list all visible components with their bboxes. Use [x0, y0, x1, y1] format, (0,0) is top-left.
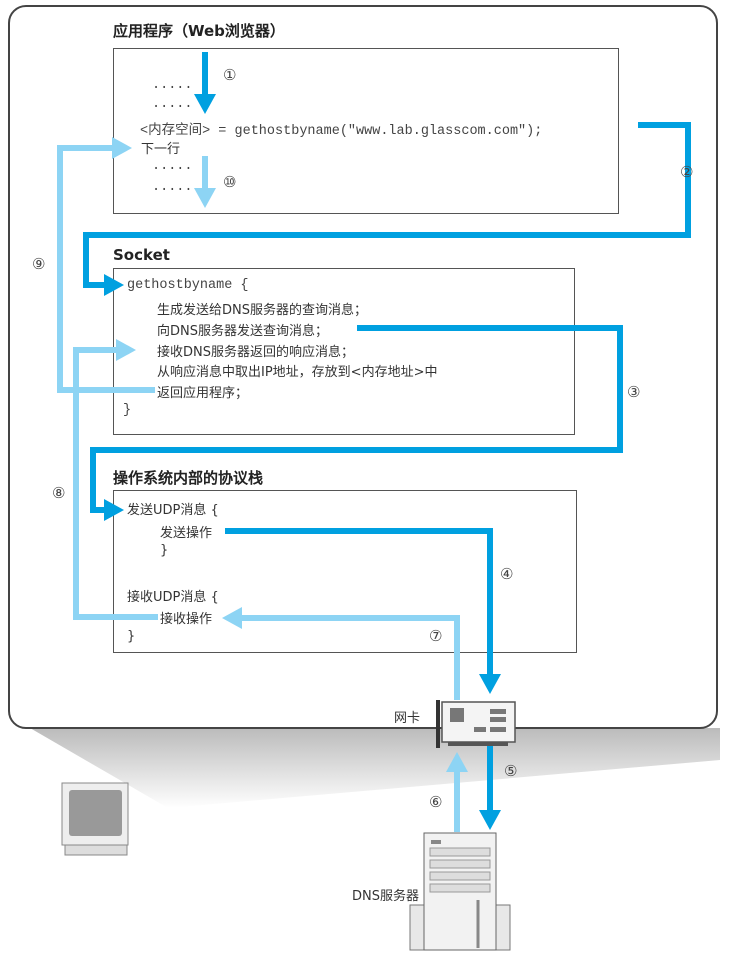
socket-line: 从响应消息中取出IP地址，存放到<内存地址>中: [157, 365, 438, 380]
os-box: [113, 490, 577, 653]
socket-line: 接收DNS服务器返回的响应消息；: [157, 345, 354, 360]
send-op: 发送操作: [160, 526, 213, 541]
recv-udp-header: 接收UDP消息 {: [127, 590, 219, 605]
socket-footer: }: [123, 403, 132, 418]
arrowhead: [194, 94, 216, 114]
nic-label: 网卡: [394, 711, 421, 726]
socket-box: [113, 268, 575, 435]
arrowhead: [194, 188, 216, 208]
socket-line: 生成发送给DNS服务器的查询消息；: [157, 303, 367, 318]
nic-icon: [436, 700, 516, 748]
arrow-3: [90, 325, 623, 513]
arrowhead: [479, 674, 501, 694]
code-line-next: 下一行: [141, 142, 181, 157]
socket-header: gethostbyname {: [127, 278, 249, 293]
code-line: .....: [152, 78, 193, 93]
step-1: ①: [223, 66, 237, 84]
step-3: ③: [627, 383, 641, 401]
socket-line: 向DNS服务器发送查询消息；: [157, 324, 328, 339]
send-udp-header: 发送UDP消息 {: [127, 503, 219, 518]
step-6: ⑥: [429, 793, 443, 811]
arrow-2: [83, 122, 691, 288]
dns-server-icon: [409, 832, 511, 951]
arrowhead: [222, 607, 242, 629]
arrow-9: [57, 145, 155, 393]
code-line: .....: [152, 180, 193, 195]
arrowhead: [112, 137, 132, 159]
arrow-8: [73, 347, 158, 620]
socket-line: 返回应用程序；: [157, 386, 249, 401]
socket-title: Socket: [113, 246, 170, 264]
app-box: [113, 48, 619, 214]
step-7: ⑦: [429, 627, 443, 645]
arrowhead: [479, 810, 501, 830]
os-title: 操作系统内部的协议栈: [113, 469, 264, 487]
step-5: ⑤: [504, 762, 518, 780]
dns-server-label: DNS服务器: [352, 889, 419, 904]
step-9: ⑨: [32, 255, 46, 273]
arrowhead: [116, 339, 136, 361]
code-line-gethostbyname: <内存空间> = gethostbyname("www.lab.glasscom…: [140, 124, 543, 139]
step-4: ④: [500, 565, 514, 583]
code-line: .....: [152, 159, 193, 174]
arrow-4: [225, 528, 493, 676]
arrowhead: [104, 499, 124, 521]
monitor-icon: [61, 782, 129, 856]
arrowhead: [446, 752, 468, 772]
recv-op: 接收操作: [160, 612, 213, 627]
step-2: ②: [680, 163, 694, 181]
send-close: }: [160, 543, 169, 558]
arrowhead: [104, 274, 124, 296]
step-10: ⑩: [223, 173, 237, 191]
arrow-7: [240, 615, 460, 700]
step-8: ⑧: [52, 484, 66, 502]
app-title: 应用程序（Web浏览器）: [113, 22, 285, 40]
code-line: .....: [152, 97, 193, 112]
recv-close: }: [127, 629, 136, 644]
